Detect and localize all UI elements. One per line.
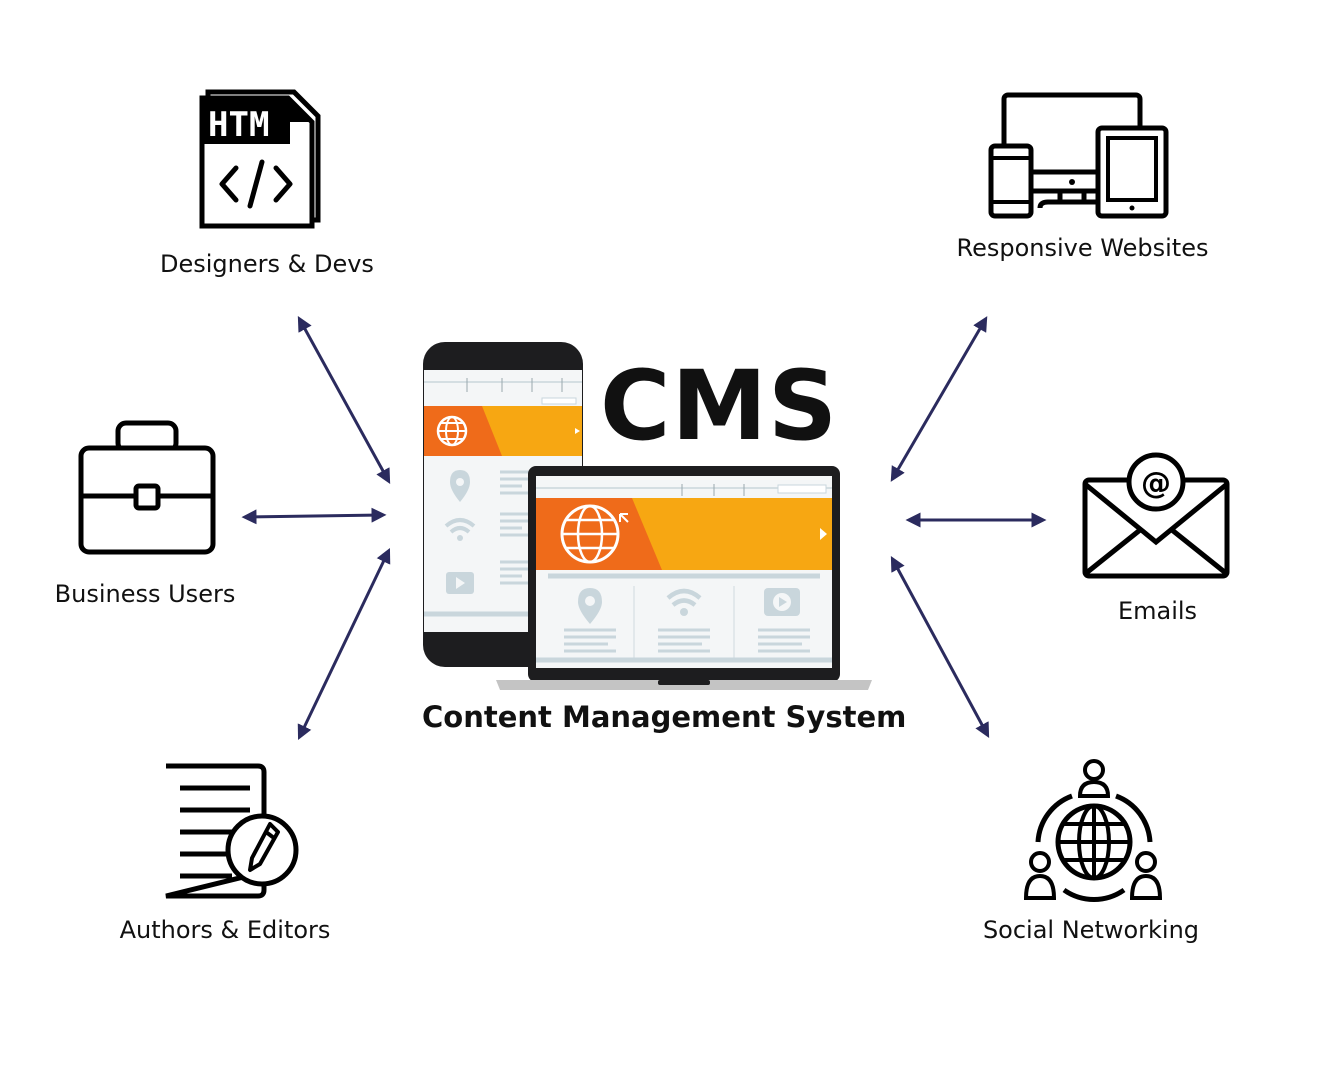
envelope-at-icon: @ bbox=[1082, 452, 1230, 579]
label-authors: Authors & Editors bbox=[119, 916, 331, 944]
arrow-designers bbox=[297, 316, 391, 484]
label-designers: Designers & Devs bbox=[160, 250, 374, 278]
cms-subtitle: Content Management System bbox=[422, 700, 907, 734]
label-responsive: Responsive Websites bbox=[956, 234, 1209, 262]
label-social: Social Networking bbox=[982, 916, 1200, 944]
briefcase-icon bbox=[78, 420, 216, 555]
html-file-icon: HTM bbox=[199, 89, 321, 229]
document-pen-icon bbox=[165, 763, 299, 899]
cms-devices-illustration bbox=[423, 342, 872, 690]
devices-icon bbox=[988, 92, 1169, 219]
label-emails: Emails bbox=[1117, 597, 1198, 625]
arrow-responsive bbox=[890, 316, 988, 482]
html-file-text: HTM bbox=[208, 105, 269, 145]
globe-people-icon bbox=[1023, 759, 1163, 902]
arrow-business bbox=[241, 507, 387, 525]
svg-text:@: @ bbox=[1141, 466, 1171, 501]
arrow-authors bbox=[297, 547, 391, 741]
cms-title: CMS bbox=[600, 350, 839, 462]
label-business: Business Users bbox=[54, 580, 236, 608]
arrow-social bbox=[890, 556, 990, 738]
